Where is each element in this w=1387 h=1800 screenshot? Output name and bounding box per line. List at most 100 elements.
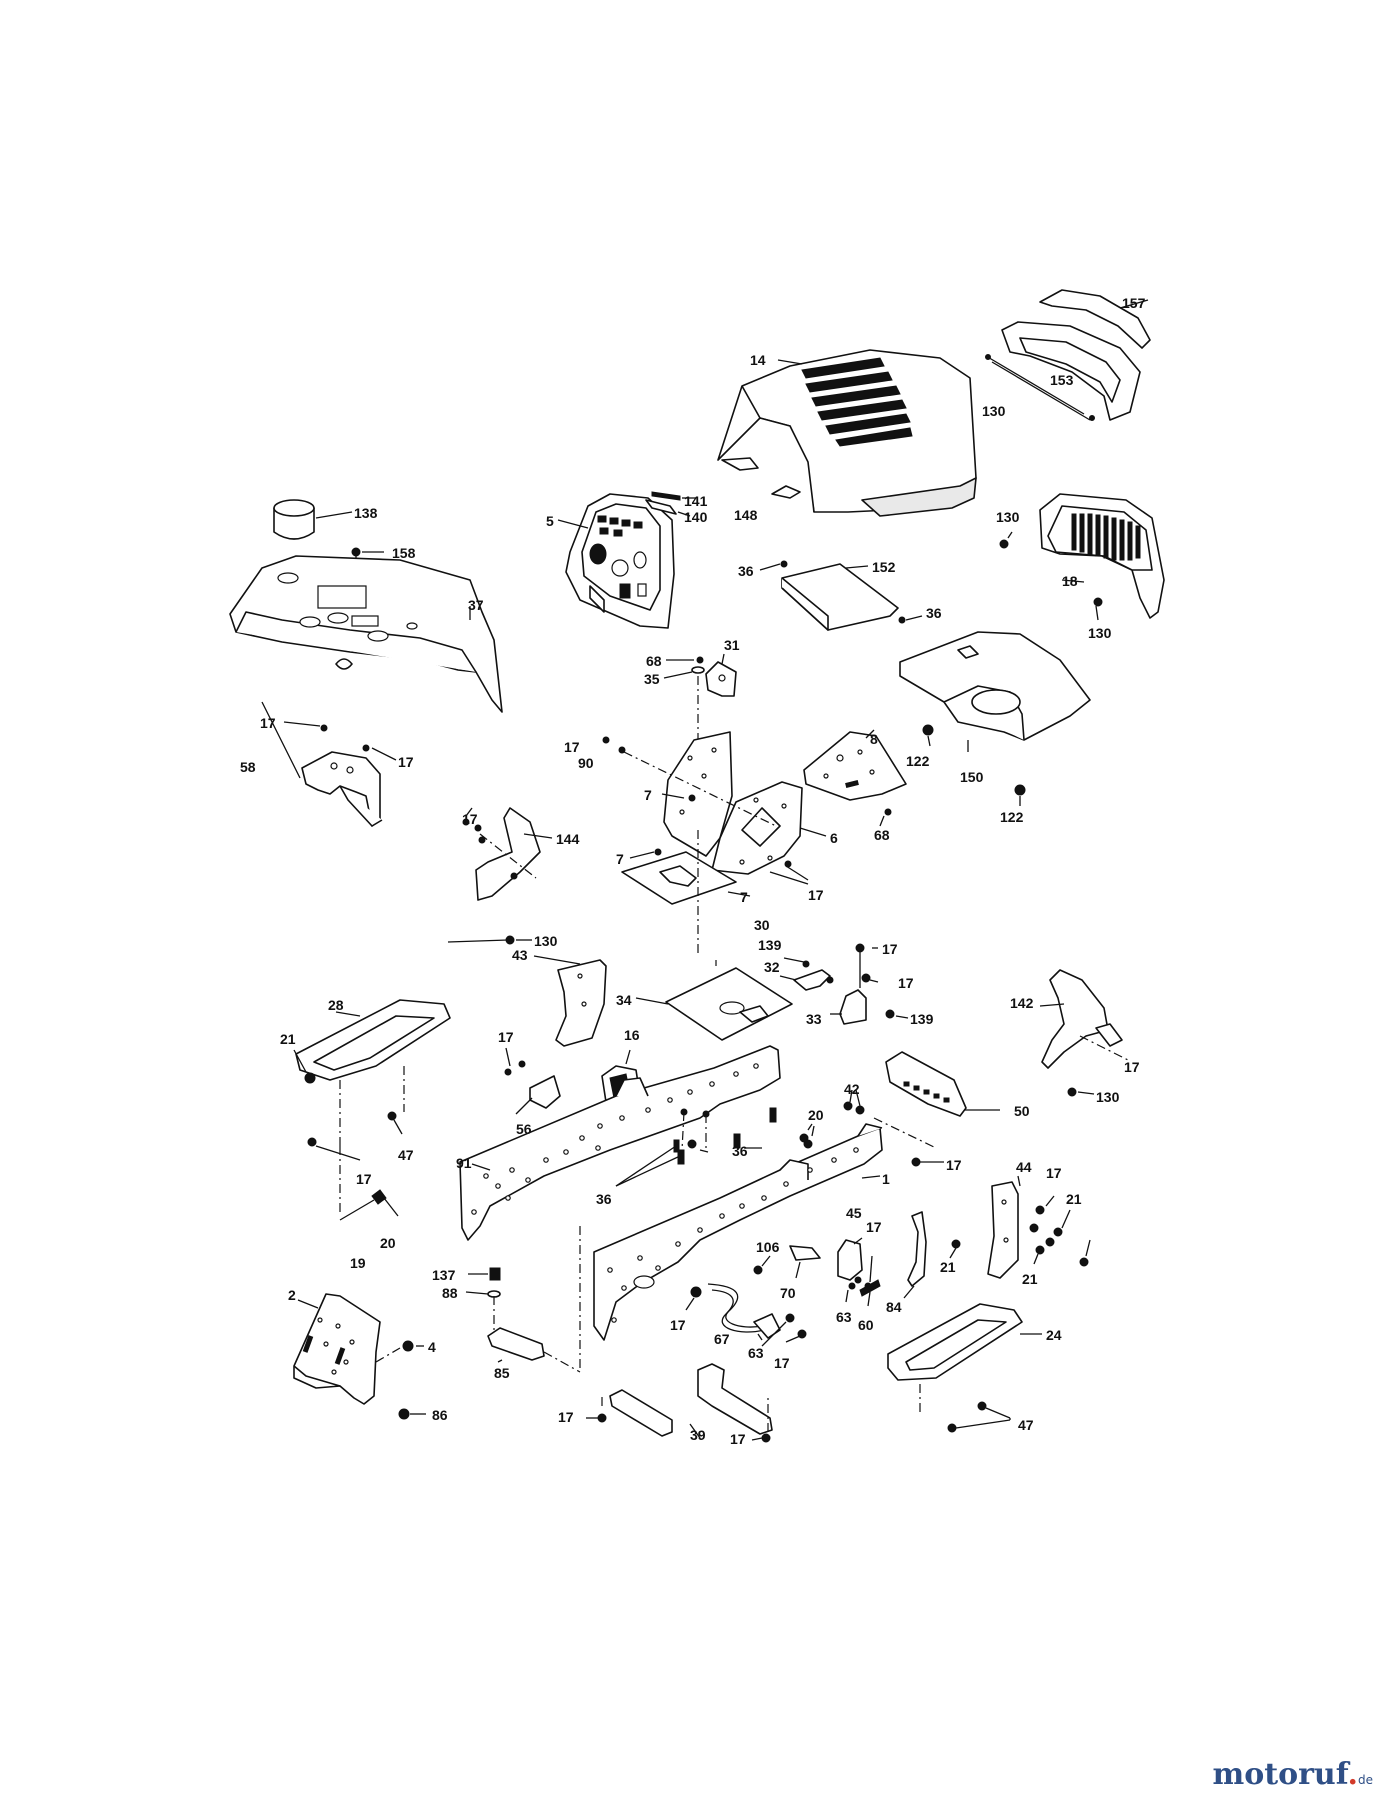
part-32-bracket [779, 957, 834, 991]
callout-67: 67 [714, 1331, 730, 1347]
callout-153: 153 [1050, 372, 1074, 388]
callout-21: 21 [1066, 1191, 1082, 1207]
callout-47: 47 [1018, 1417, 1034, 1433]
callout-17: 17 [882, 941, 898, 957]
part-56-bracket [504, 1047, 561, 1115]
part-28-footrest [293, 999, 451, 1221]
callout-91: 91 [456, 1155, 472, 1171]
callout-148: 148 [734, 507, 758, 523]
callout-42: 42 [844, 1081, 860, 1097]
part-91-frame-rail [459, 1045, 781, 1241]
callout-17: 17 [946, 1157, 962, 1173]
callout-36: 36 [738, 563, 754, 579]
callout-45: 45 [846, 1205, 862, 1221]
part-33-bracket [830, 943, 909, 1025]
callout-19: 19 [350, 1255, 366, 1271]
callout-142: 142 [1010, 995, 1034, 1011]
callout-68: 68 [874, 827, 890, 843]
callout-28: 28 [328, 997, 344, 1013]
watermark-tld: de [1358, 1773, 1373, 1787]
part-45-lever [753, 1237, 873, 1290]
part-157-trim [1039, 289, 1151, 349]
callout-37: 37 [468, 597, 484, 613]
callout-17: 17 [808, 887, 824, 903]
part-44-bracket [987, 1175, 1091, 1279]
part-50-bracket [843, 1051, 1000, 1167]
callout-34: 34 [616, 992, 632, 1008]
callout-130: 130 [534, 933, 558, 949]
callout-17: 17 [260, 715, 276, 731]
callout-86: 86 [432, 1407, 448, 1423]
callout-36: 36 [596, 1191, 612, 1207]
callout-21: 21 [940, 1259, 956, 1275]
callout-36: 36 [732, 1143, 748, 1159]
callout-24: 24 [1046, 1327, 1062, 1343]
part-1-frame-rail [579, 1123, 883, 1372]
callout-17: 17 [866, 1219, 882, 1235]
callout-2: 2 [288, 1287, 296, 1303]
callout-44: 44 [1016, 1159, 1032, 1175]
callout-157: 157 [1122, 295, 1146, 311]
part-14-hood [717, 349, 977, 517]
callout-68: 68 [646, 653, 662, 669]
part-138-cap [273, 499, 353, 540]
part-85-bracket [465, 1267, 581, 1373]
callout-150: 150 [960, 769, 984, 785]
callout-152: 152 [872, 559, 896, 575]
callout-36: 36 [926, 605, 942, 621]
part-6-7-seat-bracket [602, 731, 827, 886]
callout-17: 17 [498, 1029, 514, 1045]
part-37-dash-panel [229, 555, 503, 713]
callout-21: 21 [280, 1031, 296, 1047]
callout-4: 4 [428, 1339, 436, 1355]
callout-20: 20 [380, 1235, 396, 1251]
callout-63: 63 [748, 1345, 764, 1361]
callout-122: 122 [1000, 809, 1024, 825]
callout-122: 122 [906, 753, 930, 769]
callout-35: 35 [644, 671, 660, 687]
callout-58: 58 [240, 759, 256, 775]
callout-63: 63 [836, 1309, 852, 1325]
callout-39: 39 [690, 1427, 706, 1443]
callout-84: 84 [886, 1299, 902, 1315]
callout-1: 1 [882, 1171, 890, 1187]
part-8-bracket [803, 729, 907, 827]
callout-14: 14 [750, 352, 766, 368]
callout-43: 43 [512, 947, 528, 963]
part-31-bracket [663, 653, 737, 830]
part-141-140-clips [645, 491, 696, 517]
callout-17: 17 [774, 1355, 790, 1371]
callout-85: 85 [494, 1365, 510, 1381]
callout-17: 17 [898, 975, 914, 991]
callout-30: 30 [754, 917, 770, 933]
part-30-plate [621, 830, 751, 956]
callout-130: 130 [1088, 625, 1112, 641]
watermark-logo: motoruf.de [1212, 1757, 1373, 1792]
callout-17: 17 [730, 1431, 746, 1447]
callout-90: 90 [578, 755, 594, 771]
callout-21: 21 [1022, 1271, 1038, 1287]
part-2-bracket [293, 1293, 426, 1420]
callout-50: 50 [1014, 1103, 1030, 1119]
callout-106: 106 [756, 1239, 780, 1255]
callout-20: 20 [808, 1107, 824, 1123]
part-18-grille [999, 493, 1165, 621]
callout-32: 32 [764, 959, 780, 975]
callout-139: 139 [910, 1011, 934, 1027]
callout-17: 17 [564, 739, 580, 755]
part-24-footrest [887, 1303, 1042, 1433]
part-34-plate [635, 960, 793, 1041]
callout-17: 17 [462, 811, 478, 827]
callout-47: 47 [398, 1147, 414, 1163]
watermark-brand: motoruf [1212, 1757, 1348, 1792]
part-42-20-hardware [687, 1125, 815, 1153]
callout-17: 17 [1046, 1165, 1062, 1181]
callout-31: 31 [724, 637, 740, 653]
callout-56: 56 [516, 1121, 532, 1137]
callout-17: 17 [356, 1171, 372, 1187]
part-142-bracket [1039, 969, 1129, 1097]
callout-130: 130 [1096, 1089, 1120, 1105]
callout-137: 137 [432, 1267, 456, 1283]
callout-141: 141 [684, 493, 708, 509]
